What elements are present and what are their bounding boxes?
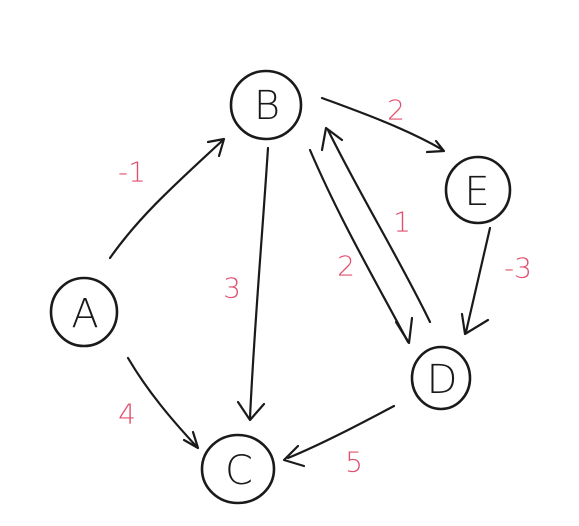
node-b-circle bbox=[229, 69, 303, 141]
edge-a-b-weight: -1 bbox=[118, 156, 146, 189]
edge-b-e-arrowhead bbox=[425, 139, 446, 154]
edge-b-e-weight: 2 bbox=[387, 94, 405, 127]
edge-e-d: -3 bbox=[460, 226, 532, 336]
edge-b-d-weight: 2 bbox=[337, 250, 355, 283]
edge-b-c-weight: 3 bbox=[223, 272, 241, 305]
edge-a-c-line bbox=[126, 356, 199, 449]
edge-d-b-line bbox=[326, 128, 432, 324]
node-a-label: A bbox=[71, 291, 98, 337]
edge-e-d-arrowhead bbox=[460, 312, 490, 336]
edges-layer: -1 4 3 2 2 1 bbox=[108, 94, 532, 479]
edge-b-d: 2 bbox=[308, 148, 414, 345]
node-e-circle bbox=[444, 155, 512, 225]
edge-d-c-line bbox=[286, 404, 396, 460]
node-d-label: D bbox=[427, 357, 458, 403]
node-e[interactable]: E bbox=[444, 155, 512, 225]
node-d-circle bbox=[410, 345, 472, 411]
edge-d-b-weight: 1 bbox=[393, 206, 411, 239]
edge-d-b-arrowhead bbox=[320, 126, 344, 152]
edge-d-c-arrowhead bbox=[282, 444, 306, 468]
node-a[interactable]: A bbox=[49, 276, 119, 348]
edge-e-d-weight: -3 bbox=[504, 252, 532, 285]
edge-d-b: 1 bbox=[320, 126, 432, 324]
edge-a-c-arrowhead bbox=[182, 430, 200, 450]
edge-b-e-line bbox=[320, 96, 445, 152]
nodes-layer: A B C D E bbox=[49, 69, 512, 505]
edge-a-b-line bbox=[108, 138, 225, 260]
edge-b-e: 2 bbox=[320, 94, 446, 154]
edge-b-c-arrowhead bbox=[236, 400, 266, 422]
edge-d-c: 5 bbox=[282, 404, 396, 479]
node-b-label: B bbox=[254, 83, 280, 129]
node-b[interactable]: B bbox=[229, 69, 303, 141]
edge-a-b-arrowhead bbox=[206, 137, 226, 158]
edge-b-c: 3 bbox=[223, 146, 270, 422]
edge-b-c-line bbox=[248, 146, 270, 420]
edge-e-d-line bbox=[464, 226, 492, 334]
edge-a-c: 4 bbox=[118, 356, 200, 450]
edge-b-d-line bbox=[308, 148, 410, 344]
node-c[interactable]: C bbox=[200, 433, 276, 505]
node-c-circle bbox=[200, 433, 276, 505]
node-c-label: C bbox=[225, 448, 253, 494]
edge-a-c-weight: 4 bbox=[118, 398, 136, 431]
node-d[interactable]: D bbox=[410, 345, 472, 411]
edge-b-d-arrowhead bbox=[394, 316, 414, 345]
edge-a-b: -1 bbox=[108, 137, 226, 260]
edge-d-c-weight: 5 bbox=[345, 446, 363, 479]
node-a-circle bbox=[49, 276, 119, 348]
node-e-label: E bbox=[464, 169, 489, 215]
